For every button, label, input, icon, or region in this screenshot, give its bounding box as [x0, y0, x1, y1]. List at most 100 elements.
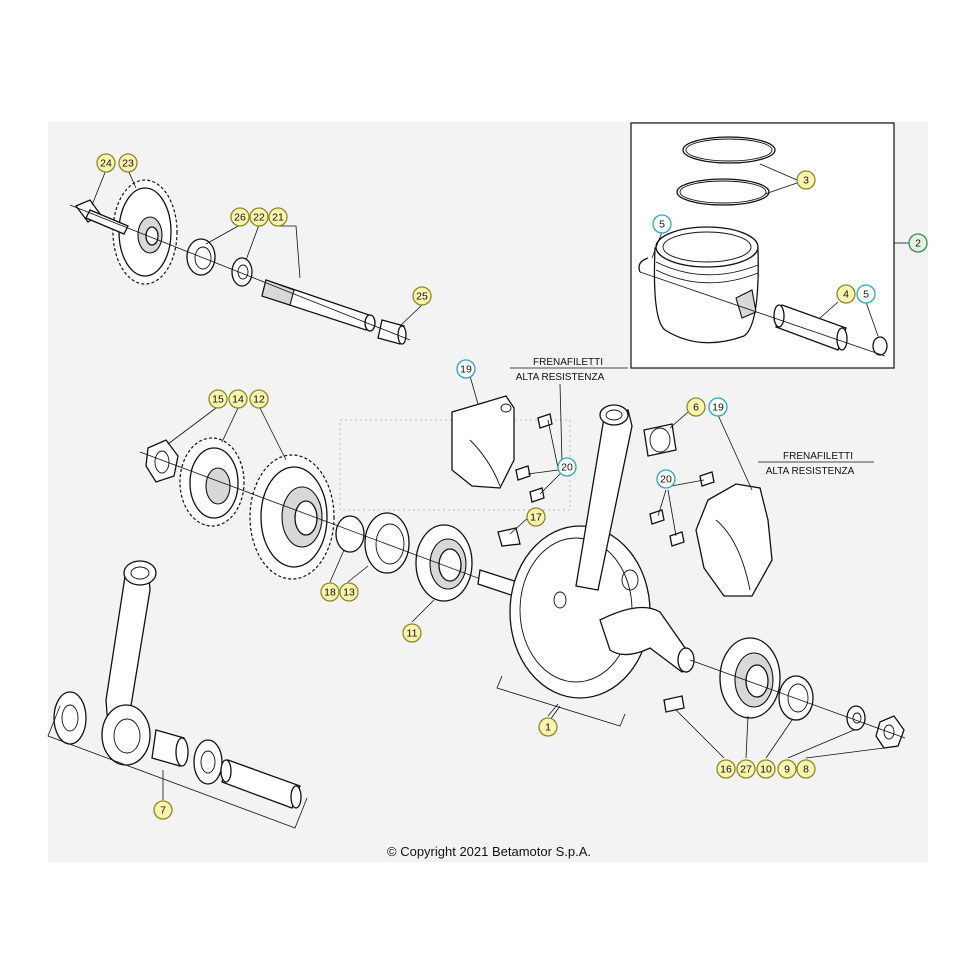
- callout-circle: [118, 153, 138, 173]
- cover-screws-right: [649, 471, 715, 547]
- callout-number: 3: [803, 175, 809, 187]
- callout-4: 4: [836, 284, 856, 304]
- callout-19: 19: [456, 359, 476, 379]
- callout-15: 15: [208, 389, 228, 409]
- note-line-1: FRENAFILETTI: [533, 357, 603, 368]
- callout-number: 15: [212, 394, 224, 406]
- callout-circle: [228, 389, 248, 409]
- callout-5: 5: [856, 284, 876, 304]
- callout-circle: [412, 286, 432, 306]
- callout-16: 16: [716, 759, 736, 779]
- callout-number: 1: [545, 722, 551, 734]
- right-crank-cover: [695, 483, 773, 597]
- o-ring: [335, 515, 365, 553]
- callout-13: 13: [339, 582, 359, 602]
- callout-1: 1: [538, 717, 558, 737]
- oil-seal-right: [778, 675, 814, 721]
- conrod-kit-thrust-washer-left: [53, 691, 87, 745]
- timing-gear: [249, 454, 335, 580]
- callout-number: 20: [660, 474, 672, 486]
- callout-circle: [153, 800, 173, 820]
- callout-circle: [796, 759, 816, 779]
- callout-number: 24: [100, 158, 112, 170]
- callout-circle: [249, 207, 269, 227]
- callout-number: 8: [803, 764, 809, 776]
- callout-circle: [456, 359, 476, 379]
- callout-number: 11: [407, 628, 418, 640]
- callout-circle: [736, 759, 756, 779]
- conrod-kit-bracket: [47, 705, 308, 829]
- main-bearing-right: [719, 637, 781, 719]
- callout-circle: [249, 389, 269, 409]
- woodruff-key: [497, 527, 521, 547]
- callout-19: 19: [708, 397, 728, 417]
- callout-12: 12: [249, 389, 269, 409]
- callout-number: 23: [122, 158, 134, 170]
- callout-circle: [538, 717, 558, 737]
- leader-lines: [91, 163, 885, 759]
- callout-number: 9: [784, 764, 790, 776]
- callout-number: 6: [693, 402, 699, 414]
- callout-number: 7: [160, 805, 166, 817]
- note-line-3: FRENAFILETTI: [783, 451, 853, 462]
- gear-bolt: [74, 199, 129, 235]
- piston-circlip-right: [872, 336, 888, 356]
- callout-number: 5: [863, 289, 869, 301]
- small-end-bearing: [643, 423, 677, 457]
- note-line-2: ALTA RESISTENZA: [516, 372, 605, 383]
- callout-circle: [708, 397, 728, 417]
- callout-20: 20: [656, 469, 676, 489]
- callout-number: 26: [234, 212, 246, 224]
- callout-circle: [908, 233, 928, 253]
- callout-3: 3: [796, 170, 816, 190]
- crank-nut: [145, 439, 179, 483]
- callout-number: 20: [561, 462, 573, 474]
- callout-10: 10: [756, 759, 776, 779]
- callout-2: 2: [908, 233, 928, 253]
- callout-6: 6: [686, 397, 706, 417]
- callout-number: 25: [416, 291, 428, 303]
- balancer-gear: [112, 179, 178, 285]
- callout-number: 17: [530, 512, 542, 524]
- callout-circle: [796, 170, 816, 190]
- crank-key-right: [663, 695, 685, 713]
- callout-26: 26: [230, 207, 250, 227]
- conrod-kit-thrust-washer-right: [193, 739, 223, 785]
- cover-screws-left: [515, 413, 553, 503]
- callout-number: 18: [324, 587, 336, 599]
- callout-number: 22: [253, 212, 265, 224]
- piston: [653, 226, 759, 344]
- callout-number: 19: [712, 402, 724, 414]
- callout-number: 10: [760, 764, 772, 776]
- callout-number: 2: [915, 238, 921, 250]
- callout-24: 24: [96, 153, 116, 173]
- connecting-rod: [575, 404, 633, 591]
- callout-8: 8: [796, 759, 816, 779]
- callout-number: 4: [843, 289, 849, 301]
- callout-circle: [96, 153, 116, 173]
- callout-circle: [339, 582, 359, 602]
- callout-circle: [756, 759, 776, 779]
- callout-20: 20: [557, 457, 577, 477]
- callout-circle: [856, 284, 876, 304]
- callout-7: 7: [153, 800, 173, 820]
- oil-seal: [364, 512, 410, 574]
- callout-23: 23: [118, 153, 138, 173]
- callout-circle: [656, 469, 676, 489]
- copyright-text: © Copyright 2021 Betamotor S.p.A.: [387, 844, 591, 859]
- callout-11: 11: [402, 623, 422, 643]
- callout-14: 14: [228, 389, 248, 409]
- callout-25: 25: [412, 286, 432, 306]
- callout-circle: [402, 623, 422, 643]
- callout-number: 19: [460, 364, 472, 376]
- primary-gear: [179, 437, 245, 527]
- callout-number: 27: [740, 764, 752, 776]
- callout-circle: [652, 214, 672, 234]
- callout-number: 21: [272, 212, 284, 224]
- balancer-spacer: [231, 257, 253, 287]
- callout-9: 9: [777, 759, 797, 779]
- callout-number: 14: [232, 394, 244, 406]
- piston-pin: [773, 304, 848, 351]
